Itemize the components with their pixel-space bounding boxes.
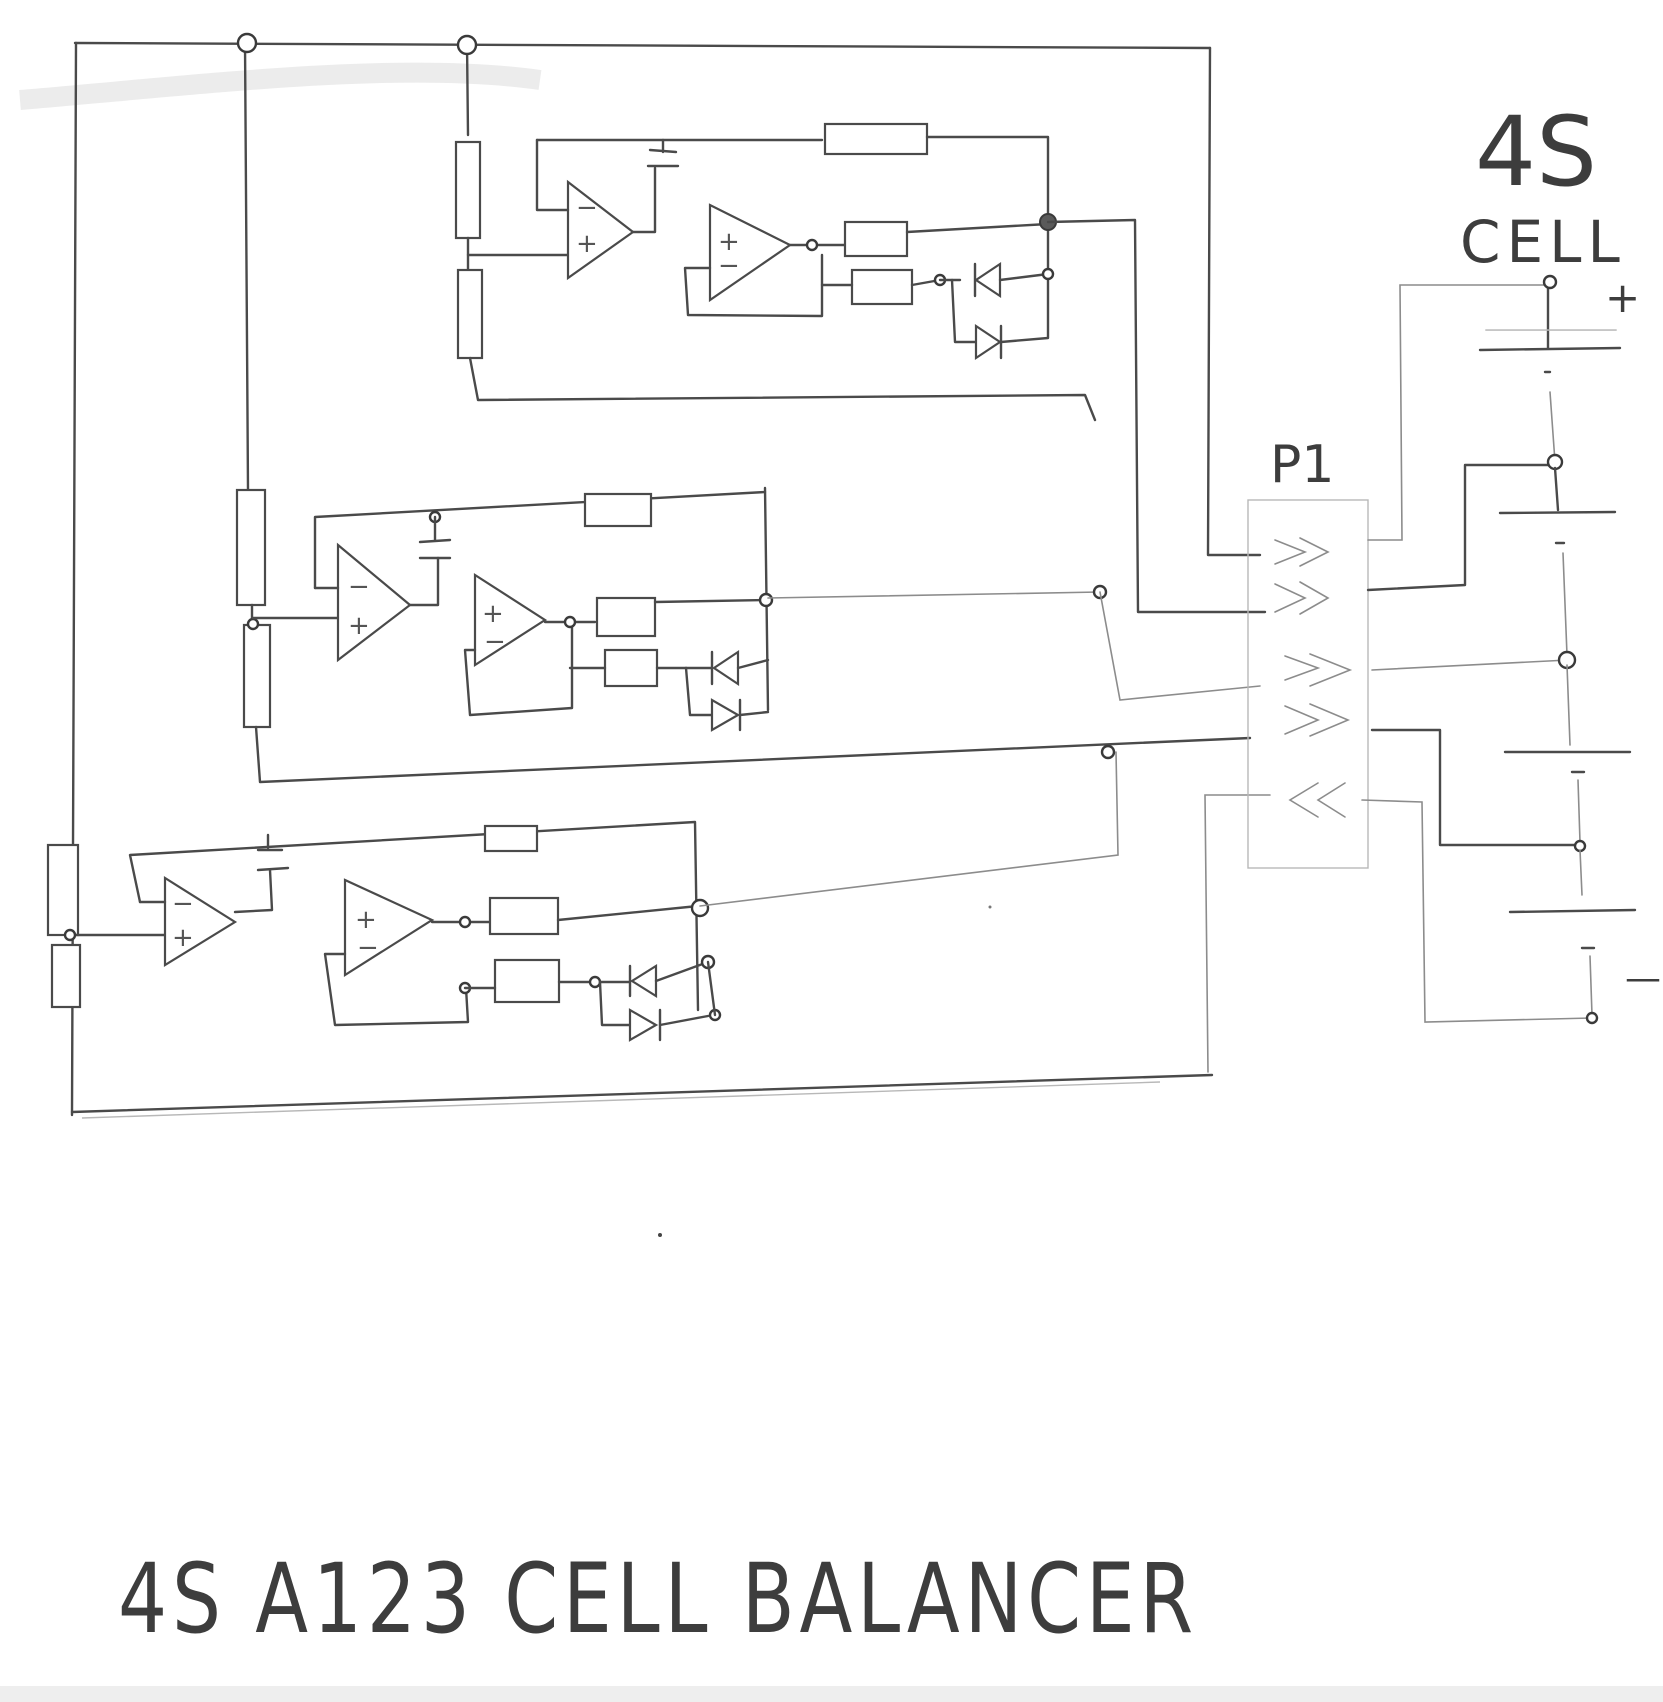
diode-icon xyxy=(712,649,740,687)
diode-icon xyxy=(628,1008,659,1042)
diode-icon xyxy=(974,261,1002,299)
op-amp-icon xyxy=(473,572,548,668)
resistor-icon xyxy=(823,122,929,156)
node-dot xyxy=(63,928,77,942)
svg-text:−: − xyxy=(576,193,598,223)
node-dot xyxy=(588,975,602,989)
svg-text:+: + xyxy=(355,905,377,935)
bus-node xyxy=(456,34,478,56)
pencil-speck xyxy=(658,1233,662,1237)
resistor-icon xyxy=(456,268,484,360)
resistor-icon xyxy=(235,488,267,607)
resistor-icon xyxy=(603,648,659,688)
resistor-icon xyxy=(483,824,539,853)
battery-stack xyxy=(1361,274,1637,1025)
op-amp-icon xyxy=(566,179,635,281)
node-dot xyxy=(458,915,472,929)
main-bus-wires xyxy=(70,41,1271,1119)
diode-icon xyxy=(974,323,1002,361)
svg-text:−: − xyxy=(348,572,370,602)
bus-node xyxy=(236,32,258,54)
pack-word-label: CELL xyxy=(1460,208,1626,276)
connector-icon xyxy=(1274,537,1353,818)
svg-text:−: − xyxy=(718,251,740,281)
paper-smudge xyxy=(19,62,542,110)
resistor-icon xyxy=(493,958,561,1004)
svg-text:+: + xyxy=(172,923,194,953)
op-amp-icon xyxy=(343,878,435,977)
resistor-icon xyxy=(595,596,657,638)
node-dot xyxy=(690,898,710,918)
resistor-icon xyxy=(843,220,909,258)
pack-positive-label: + xyxy=(1605,273,1640,322)
connector-p1 xyxy=(1247,499,1369,869)
resistor-icon xyxy=(488,896,560,936)
scan-edge xyxy=(0,1686,1663,1702)
pack-count-label: 4S xyxy=(1475,96,1597,208)
node-dot xyxy=(1542,274,1558,290)
svg-text:+: + xyxy=(576,229,598,259)
node-dot xyxy=(246,617,260,631)
svg-text:+: + xyxy=(348,611,370,641)
resistor-icon xyxy=(242,623,272,729)
svg-text:−: − xyxy=(357,933,379,963)
connector-ref-label: P1 xyxy=(1270,435,1334,495)
op-amp-icon xyxy=(163,876,238,967)
balancer-channel-2: − + + − xyxy=(235,486,1261,784)
balancer-channel-1: − + + − xyxy=(454,122,1267,614)
svg-text:+: + xyxy=(482,599,504,629)
resistor-icon xyxy=(850,268,914,306)
node-dot xyxy=(758,592,774,608)
pencil-speck xyxy=(988,905,992,909)
diode-icon xyxy=(629,964,658,998)
resistor-icon xyxy=(50,943,82,1009)
svg-text:+: + xyxy=(718,227,740,257)
balancer-channel-3: − + + − xyxy=(46,744,1119,1042)
node-dot xyxy=(805,238,819,252)
resistor-icon xyxy=(46,843,80,937)
node-dot xyxy=(563,615,577,629)
svg-text:−: − xyxy=(484,627,506,657)
node-dot xyxy=(1100,744,1116,760)
page-title: 4S A123 CELL BALANCER xyxy=(118,1543,1198,1655)
op-amp-icon xyxy=(336,542,412,663)
diode-icon xyxy=(710,698,741,732)
node-dot xyxy=(1041,267,1055,281)
connector-body xyxy=(1247,499,1369,869)
resistor-icon xyxy=(583,492,653,528)
pack-negative-label: — xyxy=(1625,958,1661,999)
node-dot xyxy=(1585,1011,1599,1025)
op-amp-icon xyxy=(708,203,793,303)
resistor-icon xyxy=(454,140,482,240)
svg-text:−: − xyxy=(172,889,194,919)
